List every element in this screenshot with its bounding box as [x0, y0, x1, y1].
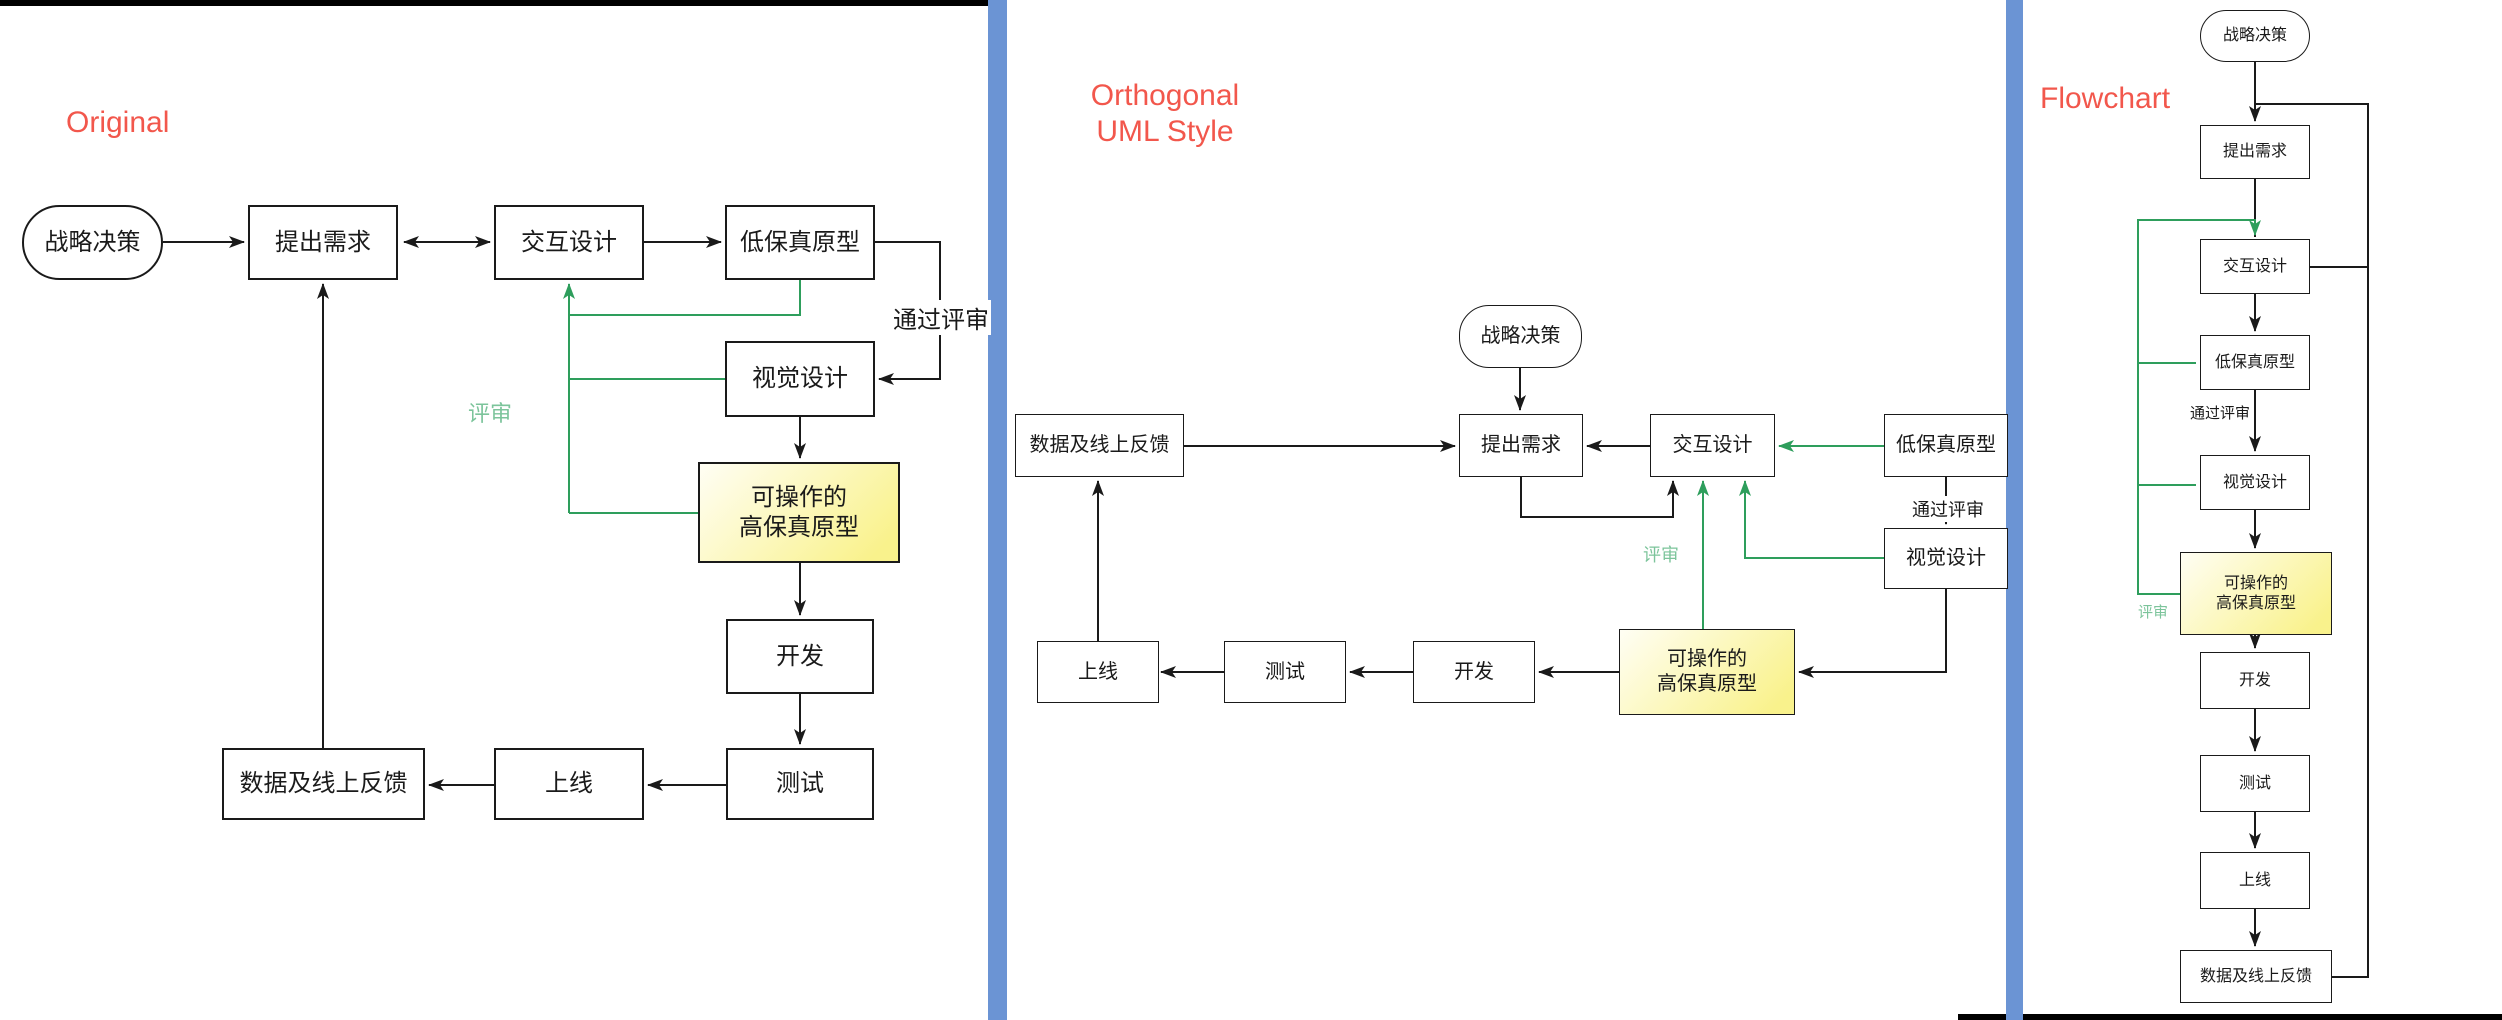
- original-node-launch: 上线: [494, 748, 644, 820]
- original-node-feedback: 数据及线上反馈: [222, 748, 425, 820]
- original-node-develop: 开发: [726, 619, 874, 694]
- original-title: Original: [66, 106, 170, 139]
- original-node-requirements: 提出需求: [248, 205, 398, 280]
- bottom-edge-bar: [1958, 1014, 2502, 1020]
- flowchart-node-launch: 上线: [2200, 852, 2310, 909]
- original-label-review: 评审: [468, 401, 513, 426]
- orthogonal-title: Orthogonal UML Style: [1060, 78, 1270, 150]
- orthogonal-node-develop: 开发: [1413, 641, 1535, 703]
- panel-divider-right: [2006, 0, 2023, 1020]
- orthogonal-title-line2: UML Style: [1096, 115, 1234, 148]
- original-node-strategy-decision: 战略决策: [22, 205, 163, 280]
- orthogonal-label-review: 评审: [1643, 545, 1679, 565]
- original-node-lowfi-prototype: 低保真原型: [725, 205, 875, 280]
- flowchart-node-feedback: 数据及线上反馈: [2180, 950, 2332, 1003]
- orthogonal-node-test: 测试: [1224, 641, 1346, 703]
- flowchart-label-review: 评审: [2138, 604, 2169, 621]
- flowchart-node-hifi-prototype: 可操作的 高保真原型: [2180, 552, 2332, 635]
- original-label-pass-review: 通过评审: [891, 300, 991, 335]
- flowchart-node-visual-design: 视觉设计: [2200, 455, 2310, 510]
- edge-requirements-to-interaction: [1520, 477, 1679, 518]
- orthogonal-node-launch: 上线: [1037, 641, 1159, 703]
- orthogonal-edges: [1092, 368, 1952, 678]
- original-edges: [163, 236, 941, 791]
- flowchart-node-requirements: 提出需求: [2200, 125, 2310, 179]
- orthogonal-node-hifi-prototype: 可操作的 高保真原型: [1619, 629, 1795, 715]
- edge-feedback-loop-to-requirements: [2255, 103, 2369, 978]
- flowchart-title: Flowchart: [2040, 82, 2171, 115]
- original-node-hifi-prototype: 可操作的 高保真原型: [698, 462, 900, 563]
- original-node-interaction-design: 交互设计: [494, 205, 644, 280]
- flowchart-node-develop: 开发: [2200, 652, 2310, 709]
- orthogonal-node-strategy-decision: 战略决策: [1459, 305, 1582, 368]
- orthogonal-node-visual-design: 视觉设计: [1884, 528, 2008, 589]
- orthogonal-node-lowfi-prototype: 低保真原型: [1884, 414, 2008, 477]
- flowchart-label-pass-review: 通过评审: [2188, 402, 2253, 423]
- orthogonal-node-requirements: 提出需求: [1459, 414, 1583, 477]
- orthogonal-title-line1: Orthogonal: [1090, 79, 1240, 112]
- edge-hifi-review-to-interaction: [2137, 219, 2261, 595]
- original-node-test: 测试: [726, 748, 874, 820]
- orthogonal-node-interaction-design: 交互设计: [1650, 414, 1775, 477]
- panel-divider-left: [988, 0, 1007, 1020]
- original-node-visual-design: 视觉设计: [725, 341, 875, 417]
- orthogonal-node-feedback: 数据及线上反馈: [1015, 414, 1184, 477]
- flowchart-node-test: 测试: [2200, 755, 2310, 812]
- flowchart-node-strategy-decision: 战略决策: [2200, 10, 2310, 62]
- edge-visual-to-interaction-review: [1739, 480, 1884, 559]
- top-edge-bar: [0, 0, 988, 6]
- edge-review-lowfi-branch: [569, 280, 801, 316]
- orthogonal-label-pass-review: 通过评审: [1910, 496, 1986, 522]
- flowchart-node-interaction-design: 交互设计: [2200, 239, 2310, 294]
- flowchart-node-lowfi-prototype: 低保真原型: [2200, 335, 2310, 390]
- edge-visual-to-hifi: [1798, 589, 1947, 678]
- flowchart-edges: [2137, 62, 2369, 978]
